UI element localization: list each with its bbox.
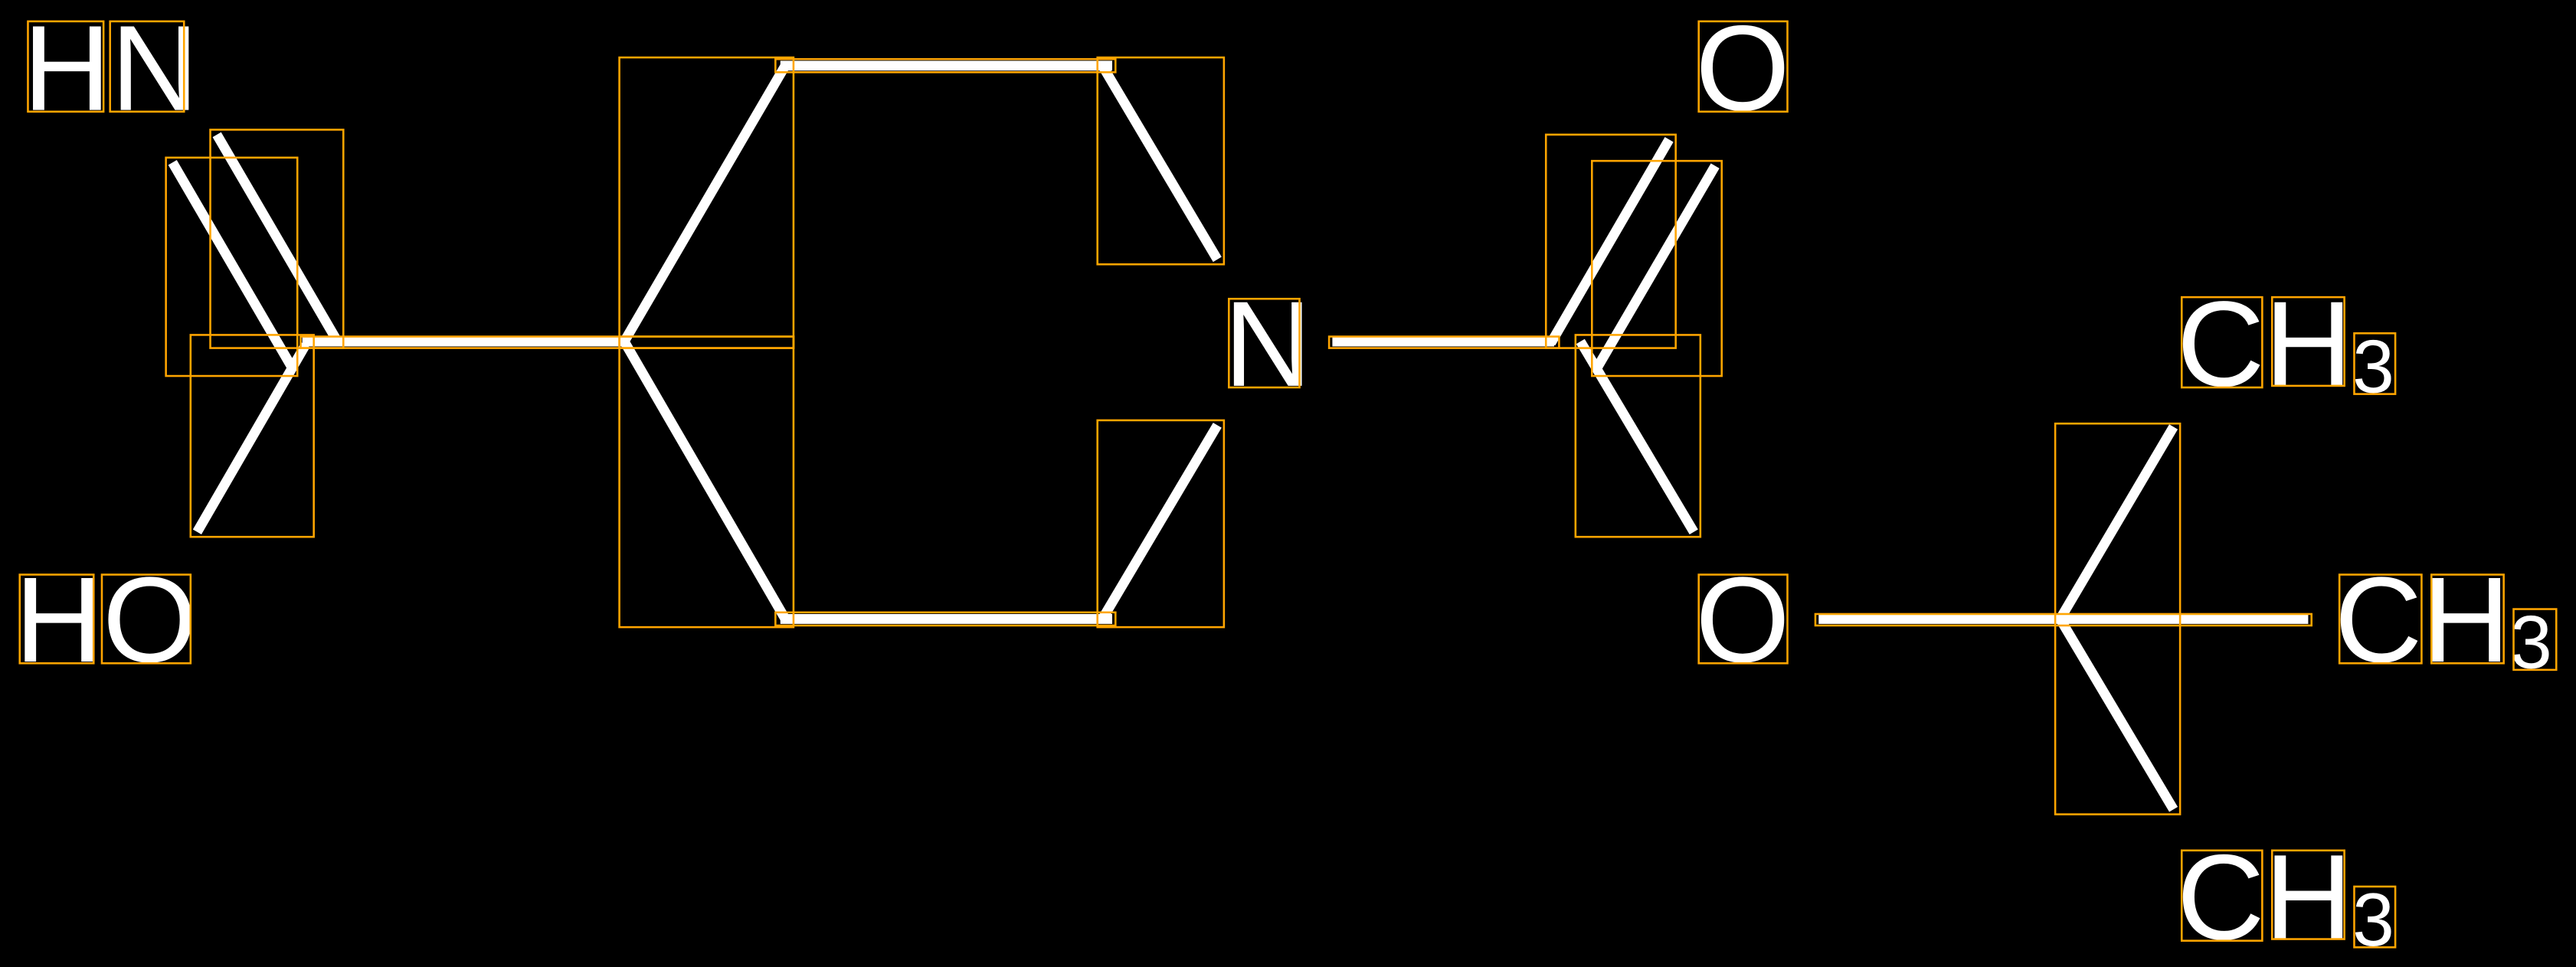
box-c-ch3-bottom	[2180, 849, 2263, 942]
atom-ch3-bottom: CH3	[2177, 829, 2394, 965]
box-c-ch3-right	[2338, 573, 2423, 665]
box-h-ch3-top	[2270, 296, 2345, 387]
box-h-hn	[27, 20, 105, 113]
bond-ring-upper-right	[1098, 63, 1222, 263]
box-carbonyl-2	[1590, 159, 1723, 377]
box-3-ch3-bottom	[2353, 885, 2397, 949]
atom-ho: HO	[15, 551, 197, 688]
box-n-hn	[109, 20, 185, 113]
box-3-ch3-right	[2512, 608, 2558, 671]
bond-ring-lower-left	[620, 338, 790, 622]
box-h-ho	[18, 573, 95, 665]
box-n-ring	[1228, 297, 1301, 389]
box-o-carbonyl	[1697, 20, 1789, 113]
box-c-ch3-top	[2180, 296, 2263, 389]
bond-carbonyl-2	[1591, 163, 1720, 374]
box-c-o-ester	[1574, 334, 1702, 538]
box-ring-top	[774, 57, 1117, 74]
bond-ring-upper-left	[620, 63, 790, 345]
atom-labels: HN HO O N O CH3 CH3 CH3	[15, 0, 2552, 965]
box-tbu	[2054, 422, 2182, 815]
bond-imine-2	[212, 132, 343, 346]
box-ring-lower-right	[1096, 419, 1226, 629]
box-ring-upper-right	[1096, 56, 1226, 266]
box-ring-upper-left	[618, 56, 795, 349]
bond-tbu-down	[2056, 616, 2178, 812]
bond-ring-lower-right	[1098, 423, 1222, 622]
box-imine-2	[209, 129, 345, 349]
bond-tbu-up	[2055, 424, 2178, 622]
atom-o-ester: O	[1695, 551, 1789, 688]
bond-c-o-ester	[1576, 338, 1698, 535]
box-c-oh	[189, 334, 315, 538]
box-ring-lower-left	[618, 335, 795, 629]
bond-carbonyl-1	[1547, 137, 1674, 346]
box-n-carbonyl	[1327, 335, 1560, 349]
box-h-ch3-bottom	[2270, 849, 2345, 940]
box-ring-bottom	[774, 611, 1117, 627]
atom-o-carbonyl: O	[1695, 0, 1789, 136]
box-o-ester	[1697, 573, 1789, 665]
annotation-boxes	[18, 20, 2558, 949]
box-3-ch3-top	[2353, 332, 2397, 395]
box-o-tbu	[1814, 613, 2313, 627]
bond-imine-1	[168, 160, 299, 374]
box-h-ch3-right	[2430, 573, 2505, 665]
box-carbonyl-1	[1544, 133, 1677, 349]
bonds	[168, 60, 2309, 812]
box-o-ho	[100, 573, 192, 665]
box-imine-1	[165, 156, 299, 377]
